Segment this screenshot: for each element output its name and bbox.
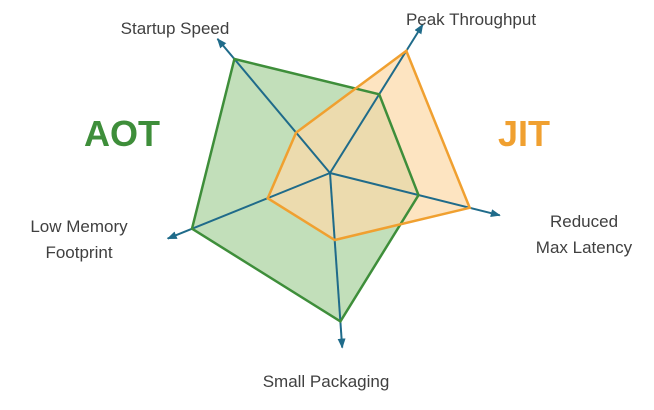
axis-label-line: Max Latency: [536, 238, 633, 257]
axis-startup-speed: [216, 38, 331, 174]
axis-reduced-max-latency: [329, 172, 501, 218]
series-area-jit: [267, 50, 470, 241]
axis-label-line: Reduced: [550, 212, 618, 231]
axis-label-line: Startup Speed: [121, 19, 230, 38]
axis-low-memory-footprint: [166, 172, 331, 240]
axis-label-small-packaging: Small Packaging: [263, 372, 390, 391]
series-label-aot: AOT: [84, 113, 160, 154]
series-outline-layer: [190, 48, 472, 324]
axis-small-packaging: [329, 172, 346, 349]
axis-label-startup-speed: Startup Speed: [121, 19, 230, 38]
axis-label-line: Small Packaging: [263, 372, 390, 391]
series-label-jit: JIT: [498, 113, 550, 154]
jit-area-layer: [267, 50, 470, 241]
series-outline-jit: [266, 48, 472, 242]
axis-label-peak-throughput: Peak Throughput: [406, 10, 536, 29]
axis-label-line: Footprint: [45, 243, 112, 262]
axis-peak-throughput: [329, 23, 424, 174]
axis-label-line: Peak Throughput: [406, 10, 536, 29]
axes-layer: [166, 23, 501, 349]
axis-label-line: Low Memory: [30, 217, 128, 236]
